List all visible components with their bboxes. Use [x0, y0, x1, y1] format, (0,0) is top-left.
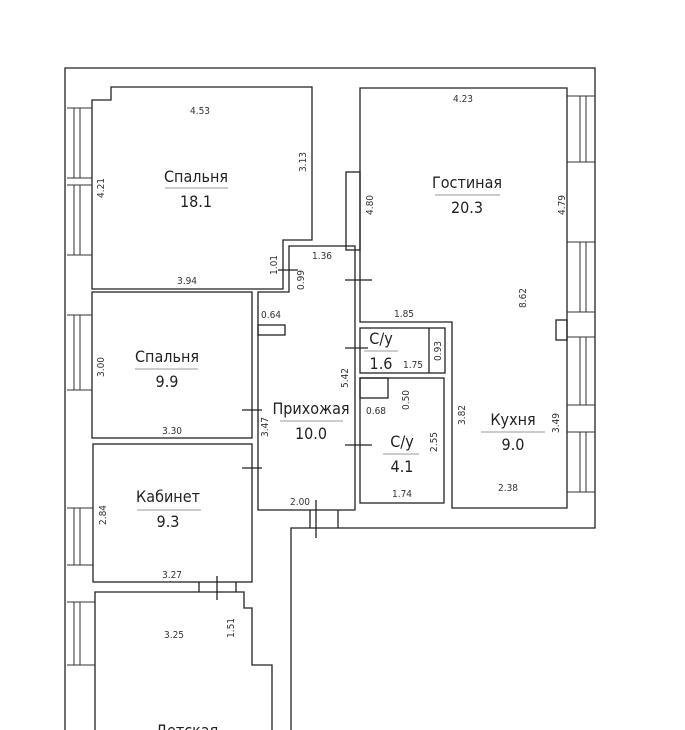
room-label-kitchen: Кухня	[490, 410, 535, 429]
area-bedroom-small: 9.9	[156, 372, 179, 391]
windows-left	[67, 107, 95, 666]
dim: 3.25	[164, 630, 184, 641]
dim: 4.23	[453, 94, 473, 105]
room-bedroom-large	[91, 86, 313, 290]
dim: 3.27	[162, 570, 182, 581]
dim: 3.82	[457, 405, 468, 425]
outer-wall	[64, 67, 596, 730]
room-label-study: Кабинет	[136, 487, 200, 506]
room-bedroom-small	[91, 291, 253, 439]
door-marks	[216, 269, 372, 600]
area-wc-small: 1.6	[370, 354, 393, 373]
dim: 3.30	[162, 426, 182, 437]
dim: 8.62	[518, 288, 529, 308]
dim: 2.84	[98, 505, 109, 525]
area-living: 20.3	[451, 198, 483, 217]
room-wc-large	[359, 377, 445, 504]
dim: 0.68	[366, 406, 386, 417]
dim: 3.47	[260, 417, 271, 437]
area-wc-large: 4.1	[391, 457, 414, 476]
windows-right	[567, 95, 595, 493]
room-label-living: Гостиная	[432, 173, 502, 192]
dim: 0.64	[261, 310, 281, 321]
dim: 5.42	[340, 368, 351, 388]
room-wc-small	[359, 327, 446, 374]
dim: 4.80	[365, 195, 376, 215]
dim: 3.49	[551, 413, 562, 433]
dim: 4.21	[96, 178, 107, 198]
area-study: 9.3	[157, 512, 180, 531]
dim: 1.75	[403, 360, 423, 371]
room-label-wc-large: С/у	[390, 432, 414, 451]
room-label-bedroom-large: Спальня	[164, 167, 228, 186]
area-kitchen: 9.0	[502, 435, 525, 454]
dim: 1.01	[269, 255, 280, 275]
hall-niche	[257, 324, 286, 336]
room-living	[359, 87, 568, 509]
room-study	[92, 443, 253, 583]
dim: 3.13	[298, 152, 309, 172]
room-hall	[257, 245, 356, 511]
dim: 2.38	[498, 483, 518, 494]
room-label-bedroom-small: Спальня	[135, 347, 199, 366]
dim: 4.53	[190, 106, 210, 117]
dim: 1.51	[226, 618, 237, 638]
dim: 2.55	[429, 432, 440, 452]
room-kids	[94, 591, 273, 730]
room-label-hall: Прихожая	[272, 399, 349, 418]
dim: 4.79	[557, 195, 568, 215]
dim: 0.93	[433, 341, 444, 361]
dim: 0.99	[296, 270, 307, 290]
dim: 2.00	[290, 497, 310, 508]
room-label-wc-small: С/у	[369, 329, 393, 348]
shaft	[359, 377, 389, 399]
dim: 1.36	[312, 251, 332, 262]
dim: 1.85	[394, 309, 414, 320]
area-hall: 10.0	[295, 424, 327, 443]
dim: 3.00	[96, 357, 107, 377]
dim: 0.50	[401, 390, 412, 410]
dim: 3.94	[177, 276, 197, 287]
dim: 1.74	[392, 489, 412, 500]
room-label-kids: Детская	[156, 721, 219, 730]
area-bedroom-large: 18.1	[180, 192, 212, 211]
